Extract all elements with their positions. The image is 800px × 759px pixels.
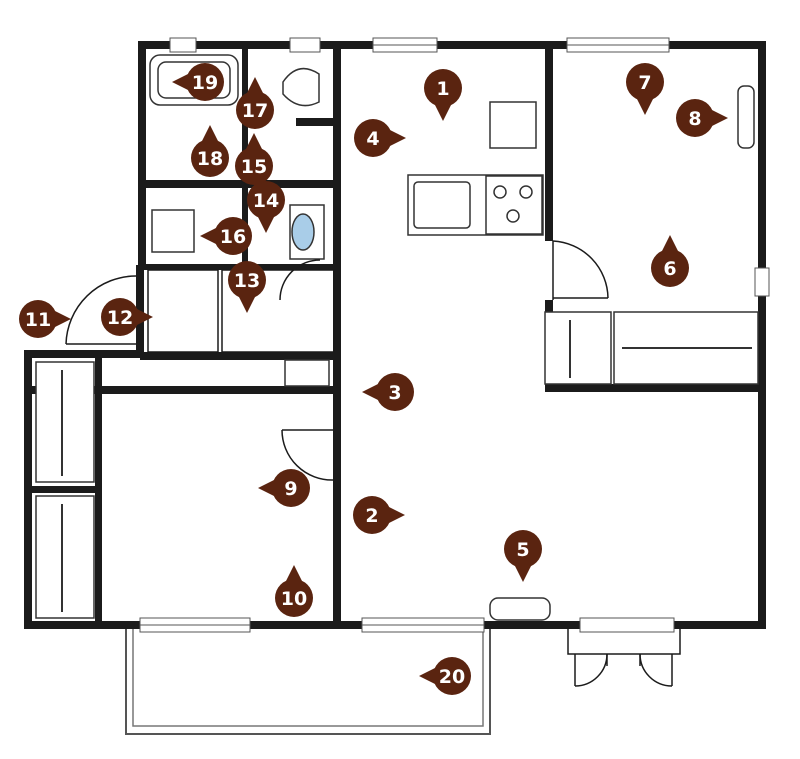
marker-number: 3 — [388, 382, 401, 404]
marker-5: 5 — [504, 530, 542, 582]
marker-badge — [676, 99, 714, 137]
marker-number: 14 — [253, 190, 279, 212]
marker-badge — [228, 261, 266, 299]
fridge-space — [489, 101, 537, 149]
marker-badge — [275, 579, 313, 617]
marker-number: 2 — [365, 505, 378, 527]
marker-number: 15 — [241, 156, 267, 178]
marker-pointer — [201, 125, 219, 143]
marker-badge — [186, 63, 224, 101]
marker-8: 8 — [676, 99, 728, 137]
marker-number: 12 — [107, 307, 133, 329]
marker-badge — [424, 69, 462, 107]
marker-pointer — [419, 667, 437, 685]
marker-number: 11 — [25, 309, 51, 331]
marker-number: 4 — [366, 128, 379, 150]
air-conditioner — [737, 85, 755, 149]
marker-badge — [651, 249, 689, 287]
marker-pointer — [257, 215, 275, 233]
marker-pointer — [387, 506, 405, 524]
marker-badge — [214, 217, 252, 255]
marker-pointer — [388, 129, 406, 147]
marker-2: 2 — [353, 496, 405, 534]
marker-number: 10 — [281, 588, 307, 610]
marker-pointer — [710, 109, 728, 127]
washbasin — [291, 213, 315, 251]
porch — [567, 623, 681, 687]
marker-pointer — [661, 235, 679, 253]
marker-17: 17 — [236, 77, 274, 129]
marker-pointer — [362, 383, 380, 401]
marker-pointer — [285, 565, 303, 583]
marker-badge — [247, 181, 285, 219]
marker-7: 7 — [626, 63, 664, 115]
marker-19: 19 — [172, 63, 224, 101]
marker-number: 17 — [242, 100, 268, 122]
marker-number: 18 — [197, 148, 223, 170]
marker-number: 20 — [439, 666, 465, 688]
marker-badge — [626, 63, 664, 101]
marker-pointer — [636, 97, 654, 115]
laundry-space — [151, 209, 195, 253]
marker-badge — [191, 139, 229, 177]
marker-4: 4 — [354, 119, 406, 157]
marker-pointer — [258, 479, 276, 497]
marker-pointer — [200, 227, 218, 245]
marker-badge — [101, 298, 139, 336]
marker-10: 10 — [275, 565, 313, 617]
marker-pointer — [172, 73, 190, 91]
marker-badge — [433, 657, 471, 695]
marker-number: 5 — [516, 539, 529, 561]
marker-number: 19 — [192, 72, 218, 94]
marker-number: 1 — [436, 78, 449, 100]
marker-badge — [376, 373, 414, 411]
marker-20: 20 — [419, 657, 471, 695]
marker-3: 3 — [362, 373, 414, 411]
marker-11: 11 — [19, 300, 71, 338]
marker-number: 8 — [688, 108, 701, 130]
marker-number: 7 — [638, 72, 651, 94]
marker-16: 16 — [200, 217, 252, 255]
marker-badge — [19, 300, 57, 338]
marker-12: 12 — [101, 298, 153, 336]
marker-number: 16 — [220, 226, 246, 248]
toilet — [282, 67, 320, 107]
marker-15: 15 — [235, 133, 273, 185]
marker-badge — [272, 469, 310, 507]
marker-badge — [504, 530, 542, 568]
marker-13: 13 — [228, 261, 266, 313]
kitchen-sink — [413, 181, 471, 229]
marker-badge — [236, 91, 274, 129]
marker-18: 18 — [191, 125, 229, 177]
marker-number: 9 — [284, 478, 297, 500]
marker-badge — [354, 119, 392, 157]
marker-14: 14 — [247, 181, 285, 233]
marker-number: 6 — [663, 258, 676, 280]
marker-pointer — [246, 77, 264, 95]
marker-pointer — [434, 103, 452, 121]
marker-9: 9 — [258, 469, 310, 507]
marker-1: 1 — [424, 69, 462, 121]
windows — [139, 37, 770, 633]
marker-pointer — [135, 308, 153, 326]
marker-badge — [235, 147, 273, 185]
marker-6: 6 — [651, 235, 689, 287]
marker-pointer — [245, 133, 263, 151]
marker-pointer — [514, 564, 532, 582]
marker-badge — [353, 496, 391, 534]
marker-pointer — [238, 295, 256, 313]
marker-pointer — [53, 310, 71, 328]
marker-number: 13 — [234, 270, 260, 292]
